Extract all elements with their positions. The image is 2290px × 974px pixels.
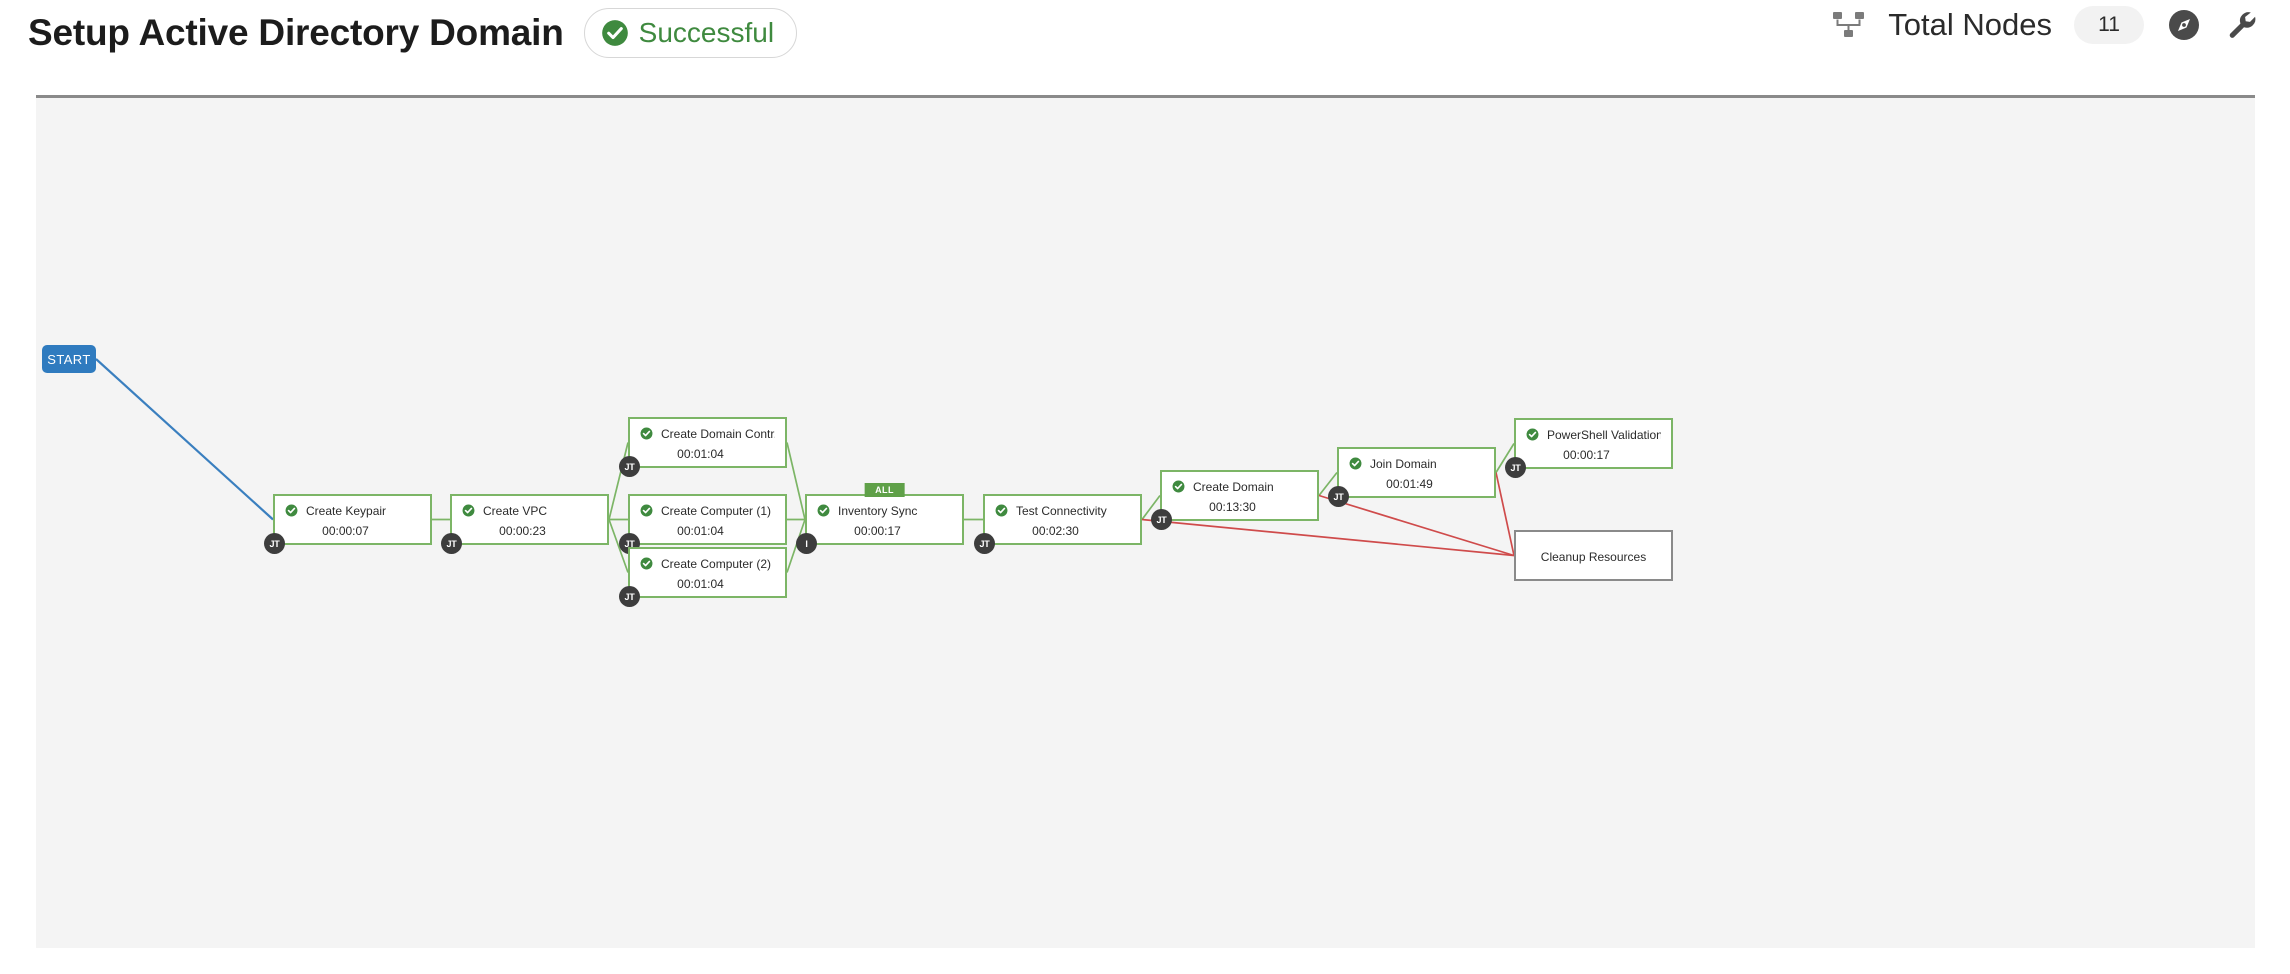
node-elapsed-time: 00:00:07 — [322, 523, 369, 538]
wrench-icon[interactable] — [2224, 7, 2260, 43]
node-elapsed-time: 00:02:30 — [1032, 523, 1079, 538]
start-node[interactable]: START — [42, 345, 96, 373]
node-title: Join Domain — [1370, 456, 1437, 471]
node-credential-badge[interactable]: JT — [974, 533, 995, 554]
node-title: Create Domain Contr... — [661, 426, 775, 441]
node-scope-badge: ALL — [864, 483, 905, 497]
node-elapsed-time: 00:00:17 — [1563, 447, 1610, 462]
node-credential-badge[interactable]: I — [796, 533, 817, 554]
edge-create-vpc-to-create-domain-controller — [608, 442, 629, 520]
node-elapsed-time: 00:01:49 — [1386, 476, 1433, 491]
node-title: Create Domain — [1193, 479, 1274, 494]
node-title: PowerShell Validation — [1547, 427, 1661, 442]
total-nodes-label: Total Nodes — [1888, 7, 2052, 42]
check-circle-icon — [285, 504, 298, 517]
edge-start-to-create-keypair — [95, 358, 274, 521]
check-circle-icon — [1526, 428, 1539, 441]
header-right-group: Total Nodes 11 — [1832, 6, 2260, 44]
node-title: Create VPC — [483, 503, 548, 518]
node-title: Inventory Sync — [838, 503, 918, 518]
edge-create-domain-controller-to-inventory-sync — [786, 442, 806, 520]
node-elapsed-time: 00:13:30 — [1209, 499, 1256, 514]
check-circle-icon — [995, 504, 1008, 517]
header-left-group: Setup Active Directory Domain Successful — [28, 8, 798, 58]
edges-group — [95, 358, 1515, 573]
edge-create-vpc-to-create-computer-2 — [608, 519, 629, 573]
check-circle-icon — [462, 504, 475, 517]
edge-test-connectivity-to-create-domain — [1141, 494, 1161, 521]
edge-test-connectivity-to-cleanup-resources — [1141, 518, 1515, 557]
node-credential-badge[interactable]: JT — [619, 586, 640, 607]
node-header: Inventory Sync — [807, 504, 962, 518]
node-elapsed-time: 00:01:04 — [677, 523, 724, 538]
check-circle-icon — [1172, 480, 1185, 493]
node-credential-badge[interactable]: JT — [1505, 457, 1526, 478]
page-title: Setup Active Directory Domain — [28, 12, 564, 53]
node-credential-badge[interactable]: JT — [441, 533, 462, 554]
node-elapsed-time: 00:00:17 — [854, 523, 901, 538]
node-elapsed-time: 00:00:23 — [499, 523, 546, 538]
node-header: Cleanup Resources — [1531, 550, 1656, 564]
status-badge: Successful — [583, 8, 798, 58]
node-elapsed-time: 00:01:04 — [677, 576, 724, 591]
total-nodes-count-badge: 11 — [2074, 6, 2144, 44]
node-header: Test Connectivity — [985, 504, 1140, 518]
node-title: Cleanup Resources — [1540, 549, 1647, 564]
edge-join-domain-to-powershell-validation — [1495, 443, 1515, 473]
page-header: Setup Active Directory Domain Successful… — [0, 0, 2290, 95]
check-circle-icon — [640, 557, 653, 570]
check-circle-icon — [601, 20, 628, 46]
node-header: Create Computer (2) — [630, 557, 785, 571]
node-credential-badge[interactable]: JT — [264, 533, 285, 554]
edge-create-domain-to-cleanup-resources — [1318, 494, 1515, 557]
node-credential-badge[interactable]: JT — [619, 456, 640, 477]
node-header: PowerShell Validation — [1516, 428, 1671, 442]
node-title: Create Computer (2) — [661, 556, 772, 571]
node-title: Create Computer (1) — [661, 503, 772, 518]
compass-icon[interactable] — [2166, 7, 2202, 43]
start-node-label: START — [47, 351, 91, 367]
node-title: Create Keypair — [306, 503, 387, 518]
node-title: Test Connectivity — [1016, 503, 1107, 518]
check-circle-icon — [817, 504, 830, 517]
node-header: Create Domain — [1162, 480, 1317, 494]
node-credential-badge[interactable]: JT — [1151, 509, 1172, 530]
node-header: Create Computer (1) — [630, 504, 785, 518]
node-credential-badge[interactable]: JT — [1328, 486, 1349, 507]
check-circle-icon — [640, 504, 653, 517]
edge-join-domain-to-cleanup-resources — [1495, 472, 1515, 556]
edge-create-domain-to-join-domain — [1318, 471, 1338, 497]
node-header: Create Keypair — [275, 504, 430, 518]
check-circle-icon — [640, 427, 653, 440]
node-elapsed-time: 00:01:04 — [677, 446, 724, 461]
check-circle-icon — [1349, 457, 1362, 470]
node-header: Create Domain Contr... — [630, 427, 785, 441]
sitemap-icon[interactable] — [1832, 10, 1866, 40]
node-header: Create VPC — [452, 504, 607, 518]
workflow-node-cleanup-resources[interactable]: Cleanup Resources — [1514, 530, 1673, 581]
status-badge-label: Successful — [638, 17, 775, 48]
edge-layer — [95, 358, 1515, 573]
node-header: Join Domain — [1339, 457, 1494, 471]
